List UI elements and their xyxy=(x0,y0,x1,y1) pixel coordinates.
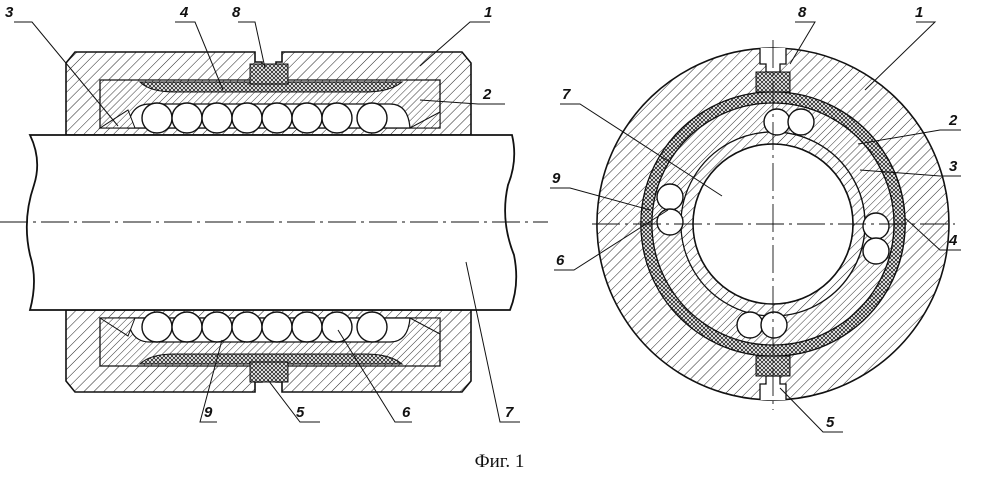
balls-bottom xyxy=(141,311,388,343)
front-label-4: 4 xyxy=(948,232,958,249)
front-label-3: 3 xyxy=(949,158,958,175)
side-label-7: 7 xyxy=(505,404,514,421)
front-label-2: 2 xyxy=(948,112,958,129)
elastic-layer-top xyxy=(138,81,404,93)
front-view: 8 1 7 2 3 9 4 6 5 xyxy=(550,4,961,433)
shaft xyxy=(25,134,518,311)
front-label-9: 9 xyxy=(552,170,561,187)
side-label-4: 4 xyxy=(179,4,189,21)
bearing-drawing: 3 4 8 1 2 9 5 6 7 xyxy=(0,4,961,433)
figure-caption: Фиг. 1 xyxy=(474,451,525,472)
side-label-1: 1 xyxy=(484,4,492,21)
front-label-8: 8 xyxy=(798,4,807,21)
side-label-3: 3 xyxy=(5,4,14,21)
front-balls xyxy=(656,108,890,339)
front-label-6: 6 xyxy=(556,252,565,269)
side-label-9: 9 xyxy=(204,404,213,421)
elastic-layer-bottom xyxy=(138,353,404,365)
side-view: 3 4 8 1 2 9 5 6 7 xyxy=(0,4,548,423)
balls-top xyxy=(141,102,388,134)
side-label-5: 5 xyxy=(296,404,305,421)
side-label-2: 2 xyxy=(482,86,492,103)
front-label-5: 5 xyxy=(826,414,835,431)
side-label-8: 8 xyxy=(232,4,241,21)
front-label-7: 7 xyxy=(562,86,571,103)
front-label-1: 1 xyxy=(915,4,923,21)
side-label-6: 6 xyxy=(402,404,411,421)
